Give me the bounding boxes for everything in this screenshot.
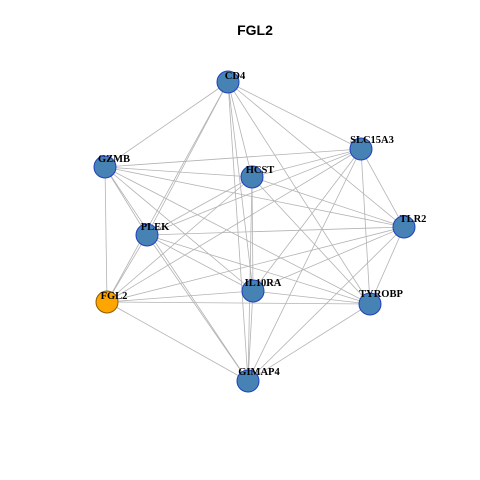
- edge-cd4-gimap4: [227, 81, 249, 382]
- edge-hcst-tyrobp: [251, 176, 371, 305]
- node-label-cd4: CD4: [225, 71, 246, 82]
- node-label-gimap4: GIMAP4: [238, 367, 280, 378]
- edge-fgl2-gimap4: [106, 301, 249, 382]
- node-label-plek: PLEK: [141, 222, 170, 233]
- edge-cd4-gzmb: [104, 81, 229, 168]
- node-gzmb: [93, 155, 117, 179]
- edge-hcst-il10ra: [251, 176, 254, 292]
- edge-tlr2-plek: [146, 226, 405, 236]
- edge-cd4-slc15a3: [227, 81, 362, 150]
- node-cd4: [216, 70, 240, 94]
- edge-slc15a3-gzmb: [104, 148, 362, 168]
- node-fgl2: [95, 290, 119, 314]
- edge-il10ra-fgl2: [106, 290, 254, 303]
- node-label-fgl2: FGL2: [101, 291, 128, 302]
- node-slc15a3: [349, 137, 373, 161]
- node-hcst: [240, 165, 264, 189]
- node-label-gzmb: GZMB: [98, 154, 130, 165]
- edge-plek-fgl2: [106, 234, 148, 303]
- edge-il10ra-tyrobp: [252, 290, 371, 305]
- edge-layer: [104, 81, 405, 382]
- edge-plek-gimap4: [146, 234, 249, 382]
- node-tlr2: [392, 215, 416, 239]
- edge-gzmb-plek: [104, 166, 148, 236]
- edge-gzmb-hcst: [104, 166, 253, 178]
- node-gimap4: [236, 369, 260, 393]
- node-tyrobp: [358, 292, 382, 316]
- node-il10ra: [241, 279, 265, 303]
- node-plek: [135, 223, 159, 247]
- edge-hcst-fgl2: [106, 176, 253, 303]
- edge-tlr2-tyrobp: [369, 226, 405, 305]
- edge-slc15a3-gimap4: [247, 148, 362, 382]
- node-label-slc15a3: SLC15A3: [350, 135, 394, 146]
- edge-tlr2-il10ra: [252, 226, 405, 292]
- edge-gzmb-tyrobp: [104, 166, 371, 305]
- edge-cd4-tlr2: [227, 81, 405, 228]
- edge-cd4-tyrobp: [227, 81, 371, 305]
- edge-gzmb-fgl2: [104, 166, 108, 303]
- node-label-tyrobp: TYROBP: [359, 289, 403, 300]
- edge-hcst-plek: [146, 176, 253, 236]
- edge-hcst-tlr2: [251, 176, 405, 228]
- node-label-tlr2: TLR2: [400, 214, 427, 225]
- edge-il10ra-gimap4: [247, 290, 254, 382]
- node-label-hcst: HCST: [246, 165, 275, 176]
- edge-gzmb-il10ra: [104, 166, 254, 292]
- edge-slc15a3-il10ra: [252, 148, 362, 292]
- edge-hcst-gimap4: [247, 176, 253, 382]
- edge-tyrobp-gimap4: [247, 303, 371, 382]
- edge-slc15a3-hcst: [251, 148, 362, 178]
- edge-plek-tyrobp: [146, 234, 371, 305]
- graph-title: FGL2: [237, 22, 273, 38]
- edge-slc15a3-plek: [146, 148, 362, 236]
- edge-gzmb-tlr2: [104, 166, 405, 228]
- edge-cd4-plek: [146, 81, 229, 236]
- edge-cd4-hcst: [227, 81, 253, 178]
- node-layer: [93, 70, 416, 393]
- edge-slc15a3-tlr2: [360, 148, 405, 228]
- edge-cd4-fgl2: [106, 81, 229, 303]
- edge-slc15a3-fgl2: [106, 148, 362, 303]
- node-label-il10ra: IL10RA: [245, 278, 282, 289]
- edge-plek-il10ra: [146, 234, 254, 292]
- edge-slc15a3-tyrobp: [360, 148, 371, 305]
- edge-fgl2-tyrobp: [106, 301, 371, 305]
- edge-tlr2-fgl2: [106, 226, 405, 303]
- edge-gzmb-gimap4: [104, 166, 249, 382]
